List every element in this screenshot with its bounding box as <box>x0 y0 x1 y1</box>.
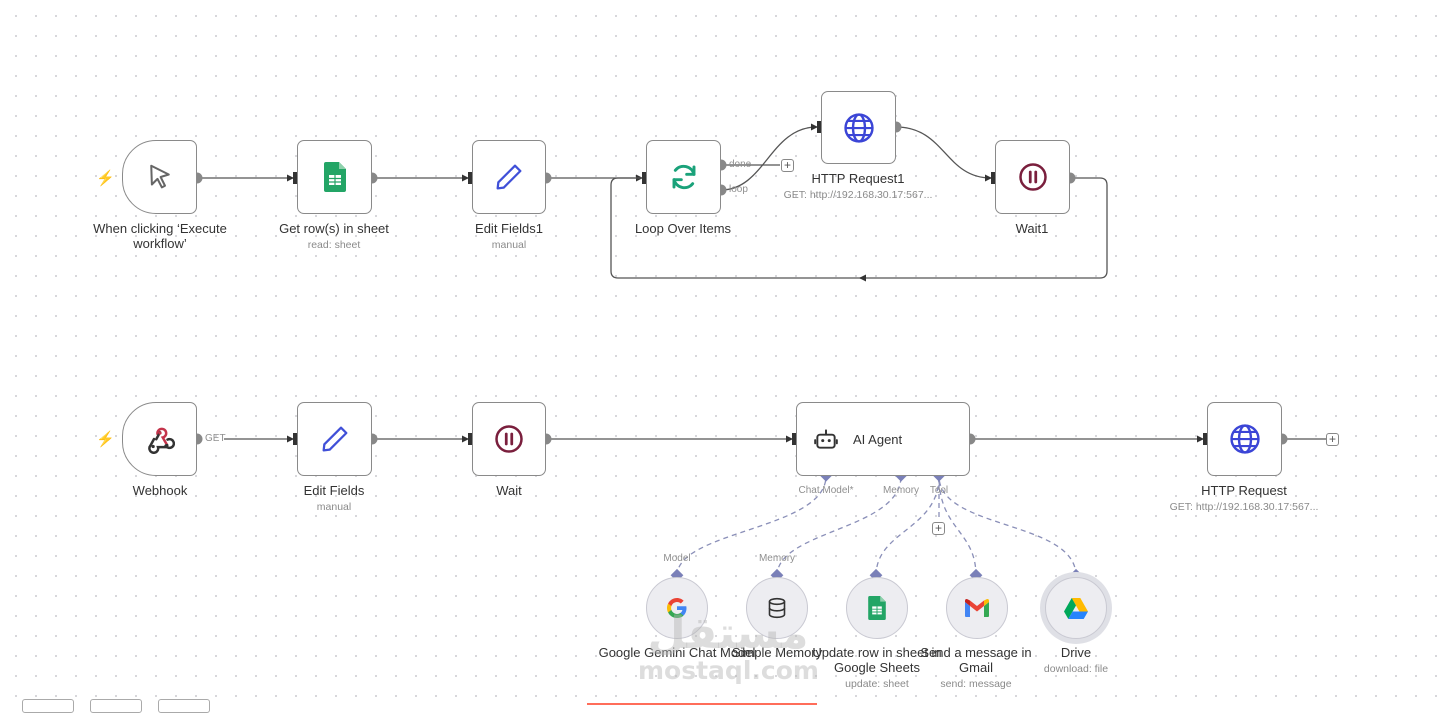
node-edit-fields1-subtitle: manual <box>491 239 527 251</box>
database-icon <box>768 597 786 619</box>
pencil-icon <box>496 164 522 190</box>
node-get-rows-subtitle: read: sheet <box>307 239 361 251</box>
toolbar-button[interactable] <box>22 699 74 713</box>
toolbar-button[interactable] <box>158 699 210 713</box>
node-drive-label: Drive <box>1060 645 1092 660</box>
webhook-icon <box>147 427 175 454</box>
node-manual-trigger[interactable] <box>122 140 197 214</box>
connection-gmail-to-agent <box>938 475 977 577</box>
node-webhook-label: Webhook <box>132 483 188 498</box>
webhook-bolt-icon: ⚡ <box>96 431 115 448</box>
node-edit-fields1[interactable] <box>472 140 546 214</box>
node-webhook[interactable] <box>122 402 197 476</box>
connection-memory-to-agent <box>776 475 902 577</box>
agent-input-memory-label: Memory <box>882 485 920 496</box>
gmail-icon <box>965 599 989 617</box>
loop-done-add-button[interactable]: + <box>781 159 794 172</box>
memory-port-label: Memory <box>758 553 796 564</box>
node-wait[interactable] <box>472 402 546 476</box>
node-drive-subtitle: download: file <box>1043 663 1109 675</box>
node-send-gmail-label: Send a message in Gmail <box>920 645 1032 675</box>
node-http-request1-label: HTTP Request1 <box>811 171 905 186</box>
gemini-port-label: Model <box>663 553 691 564</box>
node-update-row-label: Update row in sheet in Google Sheets <box>812 645 942 675</box>
node-wait-label: Wait <box>496 483 522 498</box>
agent-input-tool-label: Tool <box>929 485 949 496</box>
node-simple-memory[interactable] <box>746 577 808 639</box>
cursor-pointer-icon <box>149 164 170 189</box>
http-request-add-button[interactable]: + <box>1326 433 1339 446</box>
execute-button-edge[interactable] <box>587 703 817 705</box>
node-loop-over-items-label: Loop Over Items <box>634 221 732 236</box>
node-get-rows[interactable] <box>297 140 372 214</box>
connection-http1-to-wait1 <box>895 126 992 182</box>
node-wait1[interactable] <box>995 140 1070 214</box>
globe-icon <box>1229 424 1260 454</box>
connection-sheets-to-agent <box>875 475 940 577</box>
toolbar-button[interactable] <box>90 699 142 713</box>
node-memory-label: Simple Memory <box>731 645 823 660</box>
connection-loop-to-http1 <box>720 123 818 191</box>
refresh-arrows-icon <box>672 164 695 190</box>
google-drive-icon <box>1064 597 1088 619</box>
node-wait1-label: Wait1 <box>1015 221 1049 236</box>
node-send-gmail[interactable] <box>946 577 1008 639</box>
trigger-bolt-icon: ⚡ <box>96 170 115 187</box>
robot-icon <box>814 429 838 449</box>
pause-icon <box>495 425 523 453</box>
google-sheets-icon <box>323 162 346 192</box>
node-send-gmail-subtitle: send: message <box>940 678 1012 690</box>
node-edit-fields[interactable] <box>297 402 372 476</box>
node-get-rows-label: Get row(s) in sheet <box>279 221 389 236</box>
connection-drive-to-agent <box>938 475 1077 577</box>
webhook-method-label: GET <box>205 433 226 444</box>
node-http-request-label: HTTP Request <box>1201 483 1287 498</box>
node-http-request1-subtitle: GET: http://192.168.30.17:567... <box>783 189 933 201</box>
agent-add-tool-button[interactable]: + <box>932 522 945 535</box>
node-edit-fields1-label: Edit Fields1 <box>475 221 543 236</box>
node-manual-trigger-label: When clicking ‘Execute workflow’ <box>93 221 227 251</box>
node-edit-fields-subtitle: manual <box>316 501 352 513</box>
node-loop-over-items[interactable] <box>646 140 721 214</box>
node-drive[interactable] <box>1045 577 1107 639</box>
node-http-request1[interactable] <box>821 91 896 164</box>
globe-icon <box>843 112 874 143</box>
node-gemini-chat-model[interactable] <box>646 577 708 639</box>
node-edit-fields-label: Edit Fields <box>303 483 365 498</box>
pencil-icon <box>322 426 347 452</box>
node-http-request-subtitle: GET: http://192.168.30.17:567... <box>1169 501 1319 513</box>
pause-icon <box>1018 163 1047 191</box>
connection-gemini-to-agent <box>676 475 827 577</box>
node-gemini-label: Google Gemini Chat Model <box>598 645 756 660</box>
node-http-request[interactable] <box>1207 402 1282 476</box>
google-sheets-icon <box>868 596 886 620</box>
loop-output-done-label: done <box>729 159 752 170</box>
node-ai-agent[interactable]: AI Agent <box>796 402 970 476</box>
google-g-icon <box>667 598 687 618</box>
loop-output-loop-label: loop <box>729 184 748 195</box>
node-ai-agent-label: AI Agent <box>853 431 903 447</box>
agent-input-chat-model-label: Chat Model* <box>798 485 854 496</box>
node-update-row-sheets[interactable] <box>846 577 908 639</box>
node-update-row-subtitle: update: sheet <box>845 678 909 690</box>
